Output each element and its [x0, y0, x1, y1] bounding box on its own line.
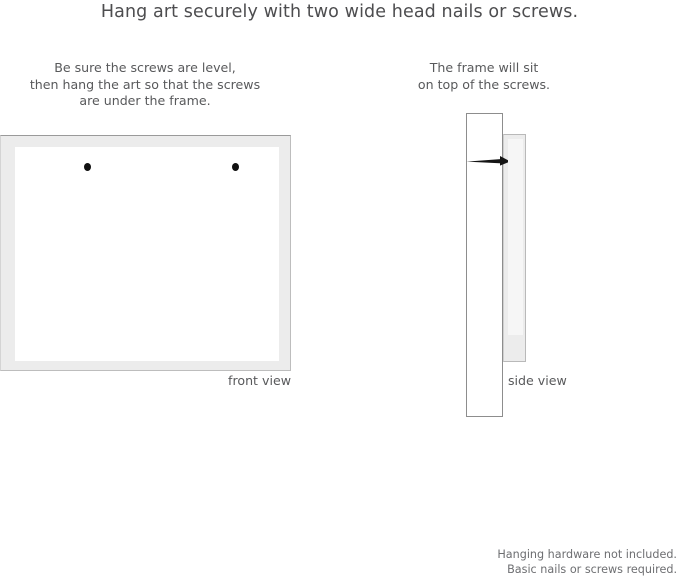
nail-icon: [466, 156, 508, 166]
side-instruction-line-1: The frame will sit: [429, 60, 539, 75]
picture-frame-front: [0, 135, 291, 371]
footer-note: Hanging hardware not included. Basic nai…: [377, 548, 677, 577]
side-view-instructions: The frame will sit on top of the screws.: [398, 60, 570, 93]
front-view-label: front view: [228, 373, 291, 388]
instruction-line-3: are under the frame.: [79, 93, 211, 108]
frame-mat-panel: [15, 147, 279, 361]
front-view-instructions: Be sure the screws are level, then hang …: [0, 60, 290, 110]
side-view-label: side view: [508, 373, 567, 388]
front-view-diagram: [0, 135, 291, 371]
screw-head-right-icon: [232, 163, 239, 171]
footer-line-2: Basic nails or screws required.: [507, 562, 677, 576]
instruction-line-1: Be sure the screws are level,: [54, 60, 236, 75]
instruction-line-2: then hang the art so that the screws: [29, 76, 261, 92]
frame-side-inner-panel: [508, 139, 523, 335]
picture-frame-side: [503, 134, 526, 362]
screw-head-left-icon: [84, 163, 91, 171]
wall-side-profile: [466, 113, 503, 417]
side-instruction-line-2: on top of the screws.: [417, 76, 551, 92]
page-title: Hang art securely with two wide head nai…: [100, 2, 579, 22]
footer-line-1: Hanging hardware not included.: [497, 548, 677, 561]
